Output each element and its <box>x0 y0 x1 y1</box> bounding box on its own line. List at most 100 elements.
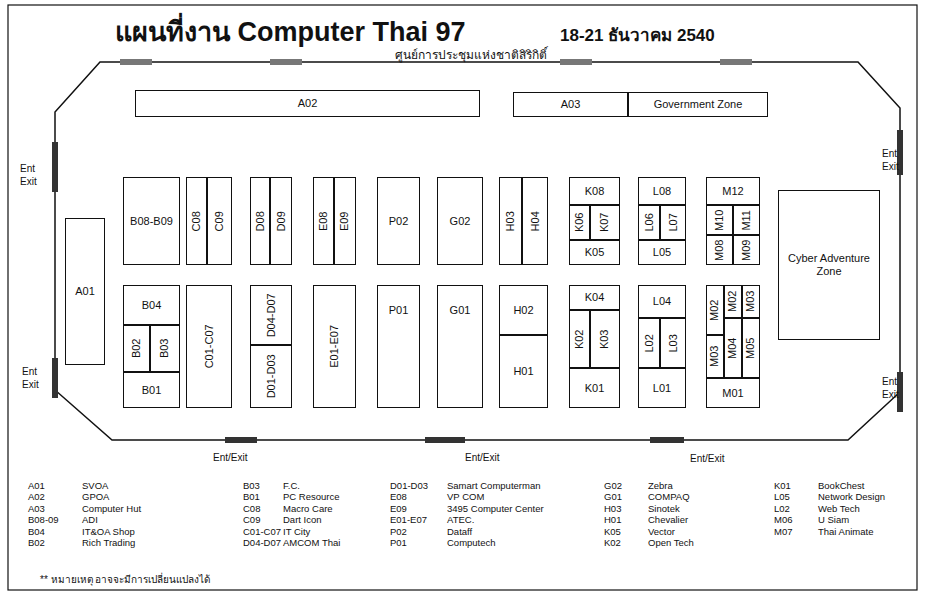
booth-box: M01 <box>706 378 760 408</box>
booth-box: A01 <box>65 218 105 365</box>
booth-box: H02 <box>499 285 548 335</box>
entrance-label: Exit <box>22 379 39 390</box>
booth-label: M08 <box>713 239 726 260</box>
booth-label: Cyber Adventure Zone <box>779 252 879 277</box>
booth-label: B03 <box>159 339 172 359</box>
booth-box: D04-D07 <box>250 285 292 345</box>
exhibitor-name: BookChest <box>818 480 864 491</box>
booth-label: M02 <box>709 299 722 320</box>
booth-box: C01-C07 <box>186 285 232 408</box>
exhibitor-name: Web Tech <box>818 503 860 514</box>
exhibitor-name: Rich Trading <box>82 537 135 548</box>
exhibitor-name: F.C. <box>283 480 300 491</box>
booth-box: L05 <box>638 240 686 265</box>
booth-box: M03 <box>742 285 760 318</box>
booth-box: K07 <box>590 205 620 240</box>
booth-box: E01-E07 <box>313 285 356 408</box>
booth-label: B04 <box>142 299 162 312</box>
booth-label: L04 <box>653 295 671 308</box>
door-marks <box>52 130 903 443</box>
booth-code: C08 <box>243 503 260 514</box>
booth-label: C09 <box>213 211 226 231</box>
booth-code: D04-D07 <box>243 537 281 548</box>
exhibitor-name: GPOA <box>82 491 109 502</box>
booth-code: H01 <box>604 514 621 525</box>
booth-box: G02 <box>437 177 483 265</box>
entrance-label: Ent/Exit <box>213 452 247 463</box>
booth-box: P01 <box>377 285 420 408</box>
booth-label: K05 <box>585 246 605 259</box>
booth-label: C08 <box>190 211 203 231</box>
booth-code: M06 <box>774 514 792 525</box>
booth-label: M01 <box>722 387 743 400</box>
booth-code: L05 <box>774 491 790 502</box>
booth-code: E01-E07 <box>390 514 427 525</box>
booth-code: E09 <box>390 503 407 514</box>
entrance-label: Ent <box>882 148 897 159</box>
booth-code: B02 <box>28 537 45 548</box>
booth-box: M10 <box>706 205 733 235</box>
entrance-label: Ent/Exit <box>465 452 499 463</box>
booth-label: L03 <box>667 334 680 352</box>
booth-code: B03 <box>243 480 260 491</box>
booth-box: H04 <box>522 177 548 265</box>
booth-code: C01-C07 <box>243 526 281 537</box>
exhibitor-name: AMCOM Thai <box>283 537 340 548</box>
exhibitor-name: Vector <box>648 526 675 537</box>
booth-box: M03 <box>706 335 724 378</box>
booth-label: L05 <box>653 246 671 259</box>
exhibitor-name: IT City <box>283 526 310 537</box>
booth-label: M05 <box>745 337 758 358</box>
booth-box: L02 <box>638 318 660 368</box>
entrance-label: Exit <box>882 389 899 400</box>
booth-code: D01-D03 <box>390 480 428 491</box>
exhibitor-name: SVOA <box>82 480 108 491</box>
booth-code: P02 <box>390 526 407 537</box>
booth-label: H01 <box>513 365 533 378</box>
booth-box: B03 <box>150 325 180 372</box>
entrance-label: Exit <box>882 161 899 172</box>
booth-label: M11 <box>740 210 753 231</box>
booth-label: D08 <box>254 211 267 231</box>
booth-label: D04-D07 <box>265 293 278 337</box>
booth-label: A03 <box>561 98 581 111</box>
booth-code: B01 <box>243 491 260 502</box>
booth-code: K01 <box>774 480 791 491</box>
booth-code: A03 <box>28 503 45 514</box>
booth-label: M09 <box>740 239 753 260</box>
booth-box: E09 <box>334 177 356 265</box>
booth-label: L08 <box>653 185 671 198</box>
booth-label: K07 <box>599 213 612 233</box>
booth-label: L07 <box>667 213 680 231</box>
booth-code: B04 <box>28 526 45 537</box>
booth-box: M02 <box>724 285 742 318</box>
booth-code: P01 <box>390 537 407 548</box>
exhibitor-name: Computech <box>447 537 496 548</box>
booth-box: L04 <box>638 285 686 318</box>
booth-box: K01 <box>569 368 620 408</box>
booth-box: L08 <box>638 177 686 205</box>
entrance-label: Ent <box>882 376 897 387</box>
booth-box: B02 <box>123 325 150 372</box>
booth-label: K04 <box>585 291 605 304</box>
subtitle: ศูนย์การประชุมแห่งชาติสิริกิติ์ <box>395 45 547 64</box>
booth-label: G02 <box>450 215 471 228</box>
hall-wall <box>55 62 900 440</box>
exhibitor-name: IT&OA Shop <box>82 526 135 537</box>
exhibitor-name: ATEC. <box>447 514 474 525</box>
exhibitor-name: Sinotek <box>648 503 680 514</box>
booth-label: K08 <box>585 185 605 198</box>
booth-box: A02 <box>135 90 480 117</box>
booth-code: A01 <box>28 480 45 491</box>
exhibitor-name: Zebra <box>648 480 673 491</box>
booth-label: L02 <box>643 334 656 352</box>
booth-box: H03 <box>499 177 522 265</box>
entrance-label: Exit <box>20 176 37 187</box>
booth-box: A03 <box>513 92 628 117</box>
booth-box: B01 <box>123 372 180 408</box>
booth-box: P02 <box>377 177 420 265</box>
note: ** หมายเหตุ อาจจะมีการเปลี่ยนแปลงได้ <box>40 572 210 587</box>
booth-code: C09 <box>243 514 260 525</box>
booth-label: D09 <box>275 211 288 231</box>
booth-label: B01 <box>142 384 162 397</box>
